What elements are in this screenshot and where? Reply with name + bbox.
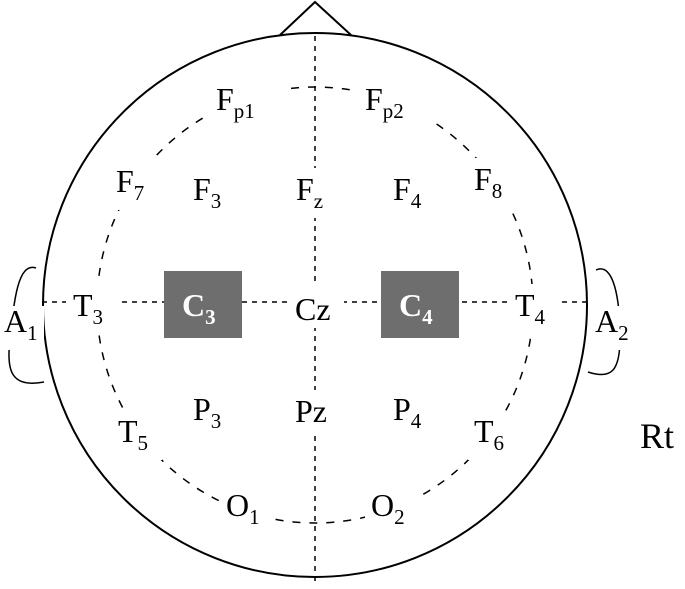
- electrode-t4-letter: T: [515, 287, 535, 323]
- electrode-f8-sub: 8: [492, 179, 503, 203]
- electrode-c3-sub: 3: [205, 305, 216, 329]
- electrode-f8-letter: F: [474, 161, 492, 197]
- electrode-p3-letter: P: [193, 391, 211, 427]
- label-mask-p4: [385, 388, 437, 438]
- label-mask-pz: [290, 390, 346, 434]
- label-mask-t4: [510, 284, 562, 334]
- electrode-t3-sub: 3: [93, 305, 104, 329]
- electrode-c4-sub: 4: [422, 305, 433, 329]
- label-mask-fp1: [208, 80, 286, 130]
- label-mask-f4: [385, 168, 437, 218]
- electrode-label-t6: T6: [474, 413, 504, 455]
- electrode-label-f3: F3: [193, 171, 221, 213]
- electrode-label-a1: A1: [4, 303, 38, 345]
- nose-shape: [279, 0, 352, 36]
- label-mask-fp2: [355, 80, 433, 130]
- electrode-p4-letter: P: [393, 391, 411, 427]
- electrode-label-pz: Pz: [295, 393, 327, 429]
- electrode-label-fp2: Fp2: [365, 81, 404, 123]
- label-mask-a2: [592, 306, 636, 350]
- electrode-label-o1: O1: [226, 487, 260, 529]
- electrode-t5-letter: T: [118, 413, 138, 449]
- electrode-fp2-sub: p2: [383, 99, 404, 123]
- electrode-label-cz: Cz: [295, 291, 331, 327]
- electrode-t6-sub: 6: [494, 431, 505, 455]
- electrode-a2-letter: A: [595, 303, 618, 339]
- electrode-c4-letter: C: [399, 287, 422, 323]
- electrode-label-p3: P3: [193, 391, 221, 433]
- electrode-f3-letter: F: [193, 171, 211, 207]
- electrode-label-c4: C4: [399, 287, 433, 329]
- electrode-p3-sub: 3: [211, 409, 222, 433]
- electrode-label-p4: P4: [393, 391, 422, 433]
- electrode-label-a2: A2: [595, 303, 629, 345]
- electrode-label-t3: T3: [73, 287, 103, 329]
- label-mask-t5: [110, 412, 162, 460]
- label-mask-cz: [288, 284, 344, 328]
- right-side-label: Rt: [640, 416, 674, 456]
- label-mask-p3: [185, 388, 237, 438]
- electrode-label-t4: T4: [515, 287, 546, 329]
- electrode-a1-sub: 1: [27, 321, 38, 345]
- electrode-f7-sub: 7: [134, 181, 145, 205]
- electrode-label-fz: Fz: [296, 171, 323, 213]
- electrode-f4-letter: F: [393, 171, 411, 207]
- electrode-t5-sub: 5: [138, 431, 149, 455]
- electrode-label-o2: O2: [371, 487, 405, 529]
- electrode-p4-sub: 4: [411, 409, 422, 433]
- c4-highlight-box: [381, 271, 459, 338]
- electrode-f7-letter: F: [116, 163, 134, 199]
- electrode-c3-letter: C: [182, 287, 205, 323]
- electrode-fp1-sub: p1: [234, 99, 255, 123]
- label-mask-o1: [220, 485, 272, 533]
- electrode-label-f4: F4: [393, 171, 422, 213]
- electrode-f4-sub: 4: [411, 189, 422, 213]
- electrode-f3-sub: 3: [211, 189, 222, 213]
- electrode-a1-letter: A: [4, 303, 27, 339]
- electrode-label-t5: T5: [118, 413, 148, 455]
- label-mask-f3: [185, 168, 237, 218]
- electrode-t6-letter: T: [474, 413, 494, 449]
- electrode-label-fp1: Fp1: [216, 81, 255, 123]
- electrode-o1-sub: 1: [249, 505, 260, 529]
- electrode-fp2-letter: F: [365, 81, 383, 117]
- electrode-fp1-letter: F: [216, 81, 234, 117]
- electrode-t3-letter: T: [73, 287, 93, 323]
- label-mask-f8: [468, 158, 520, 208]
- electrode-o2-sub: 2: [394, 505, 405, 529]
- label-mask-fz: [290, 168, 342, 218]
- electrode-t4-sub: 4: [535, 305, 546, 329]
- c3-highlight-box: [164, 271, 242, 338]
- label-mask-t3: [66, 284, 118, 334]
- electrode-o1-letter: O: [226, 487, 249, 523]
- electrode-label-f8: F8: [474, 161, 502, 203]
- label-mask-a1: [2, 306, 44, 350]
- label-mask-o2: [365, 485, 417, 533]
- electrode-o2-letter: O: [371, 487, 394, 523]
- electrode-label-c3: C3: [182, 287, 216, 329]
- electrode-a2-sub: 2: [618, 321, 629, 345]
- electrode-label-f7: F7: [116, 163, 144, 205]
- label-mask-t6: [468, 412, 520, 460]
- electrode-fz-letter: F: [296, 171, 314, 207]
- label-mask-f7: [108, 160, 160, 210]
- electrode-fz-sub: z: [314, 189, 323, 213]
